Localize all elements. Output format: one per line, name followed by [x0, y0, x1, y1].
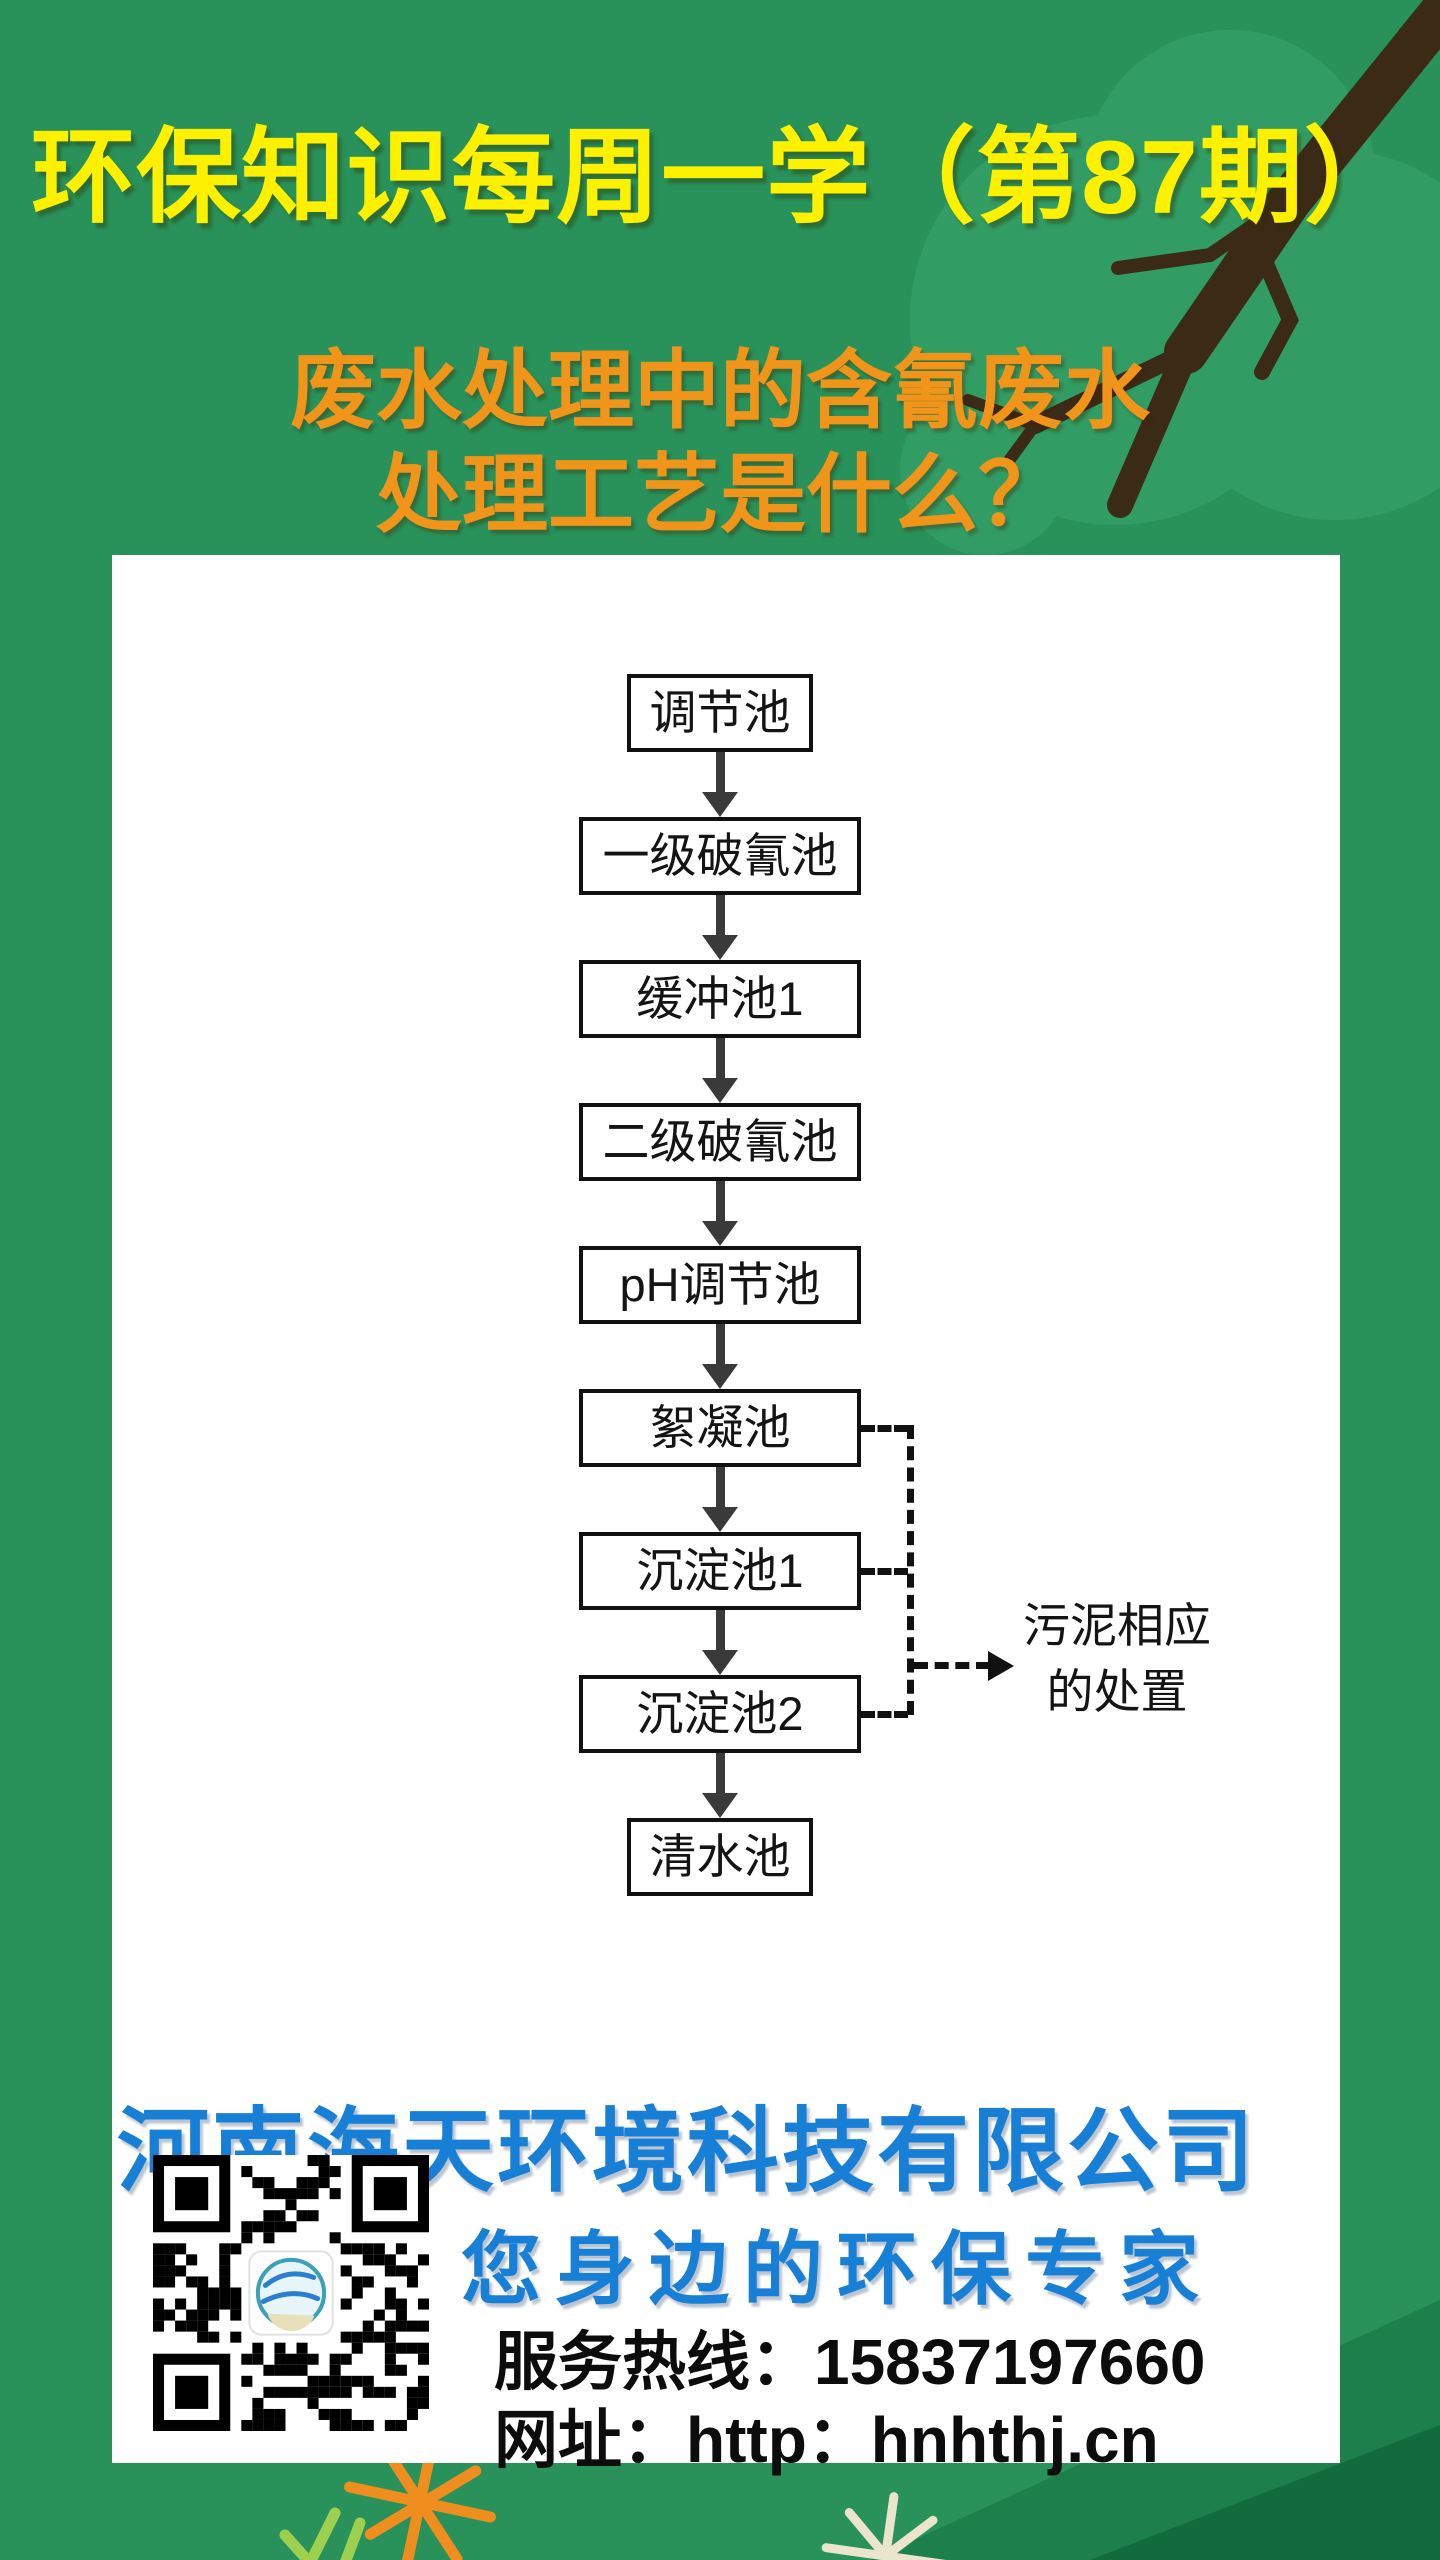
page-title: 环保知识每周一学（第87期） — [31, 120, 1409, 236]
down-arrow-icon — [702, 1610, 738, 1675]
down-arrow-icon — [702, 1753, 738, 1818]
dashed-stub-xuning — [861, 1425, 908, 1432]
qr-code — [152, 2155, 430, 2431]
dashed-arrow-line — [914, 1662, 990, 1669]
sludge-disposal-label: 污泥相应 的处置 — [962, 1593, 1272, 1725]
sludge-label-line-1: 污泥相应 — [1023, 1599, 1211, 1652]
down-arrow-icon — [702, 895, 738, 960]
subtitle-line-2: 处理工艺是什么？ — [376, 447, 1064, 543]
dashed-stub-chendian2 — [861, 1711, 908, 1718]
website-url: 网址：http：hnhthj.cn — [494, 2404, 1159, 2476]
down-arrow-icon — [702, 1324, 738, 1389]
subtitle-line-1: 废水处理中的含氰废水 — [290, 343, 1150, 439]
green-sprout-decoration — [279, 2507, 366, 2560]
dashed-arrow-head-icon — [988, 1651, 1014, 1681]
company-slogan: 您身边的环保专家 — [461, 2225, 1213, 2314]
down-arrow-icon — [702, 1181, 738, 1246]
flow-node-xuning: 絮凝池 — [579, 1389, 861, 1467]
down-arrow-icon — [702, 1467, 738, 1532]
flow-node-ph-tiaojie: pH调节池 — [579, 1246, 861, 1324]
sludge-label-line-2: 的处置 — [1046, 1665, 1188, 1718]
qr-center-logo — [248, 2250, 334, 2336]
flow-node-chendian1: 沉淀池1 — [579, 1532, 861, 1610]
down-arrow-icon — [702, 752, 738, 817]
flow-node-huanchongchi: 缓冲池1 — [579, 960, 861, 1038]
flow-node-yijipoqing: 一级破氰池 — [579, 817, 861, 895]
dashed-vertical-line — [907, 1425, 914, 1715]
flow-node-erjipoqing: 二级破氰池 — [579, 1103, 861, 1181]
service-hotline: 服务热线：15837197660 — [494, 2326, 1206, 2398]
dashed-stub-chendian1 — [861, 1568, 908, 1575]
cream-star-decoration — [821, 2492, 950, 2560]
content-card: 调节池 一级破氰池 缓冲池1 二级破氰池 pH调节池 絮凝池 沉淀池1 沉淀池2… — [112, 555, 1340, 2476]
flow-node-chendian2: 沉淀池2 — [579, 1675, 861, 1753]
down-arrow-icon — [702, 1038, 738, 1103]
flow-node-tiaojiechi: 调节池 — [627, 674, 813, 752]
flow-node-qingshuichi: 清水池 — [627, 1818, 813, 1896]
